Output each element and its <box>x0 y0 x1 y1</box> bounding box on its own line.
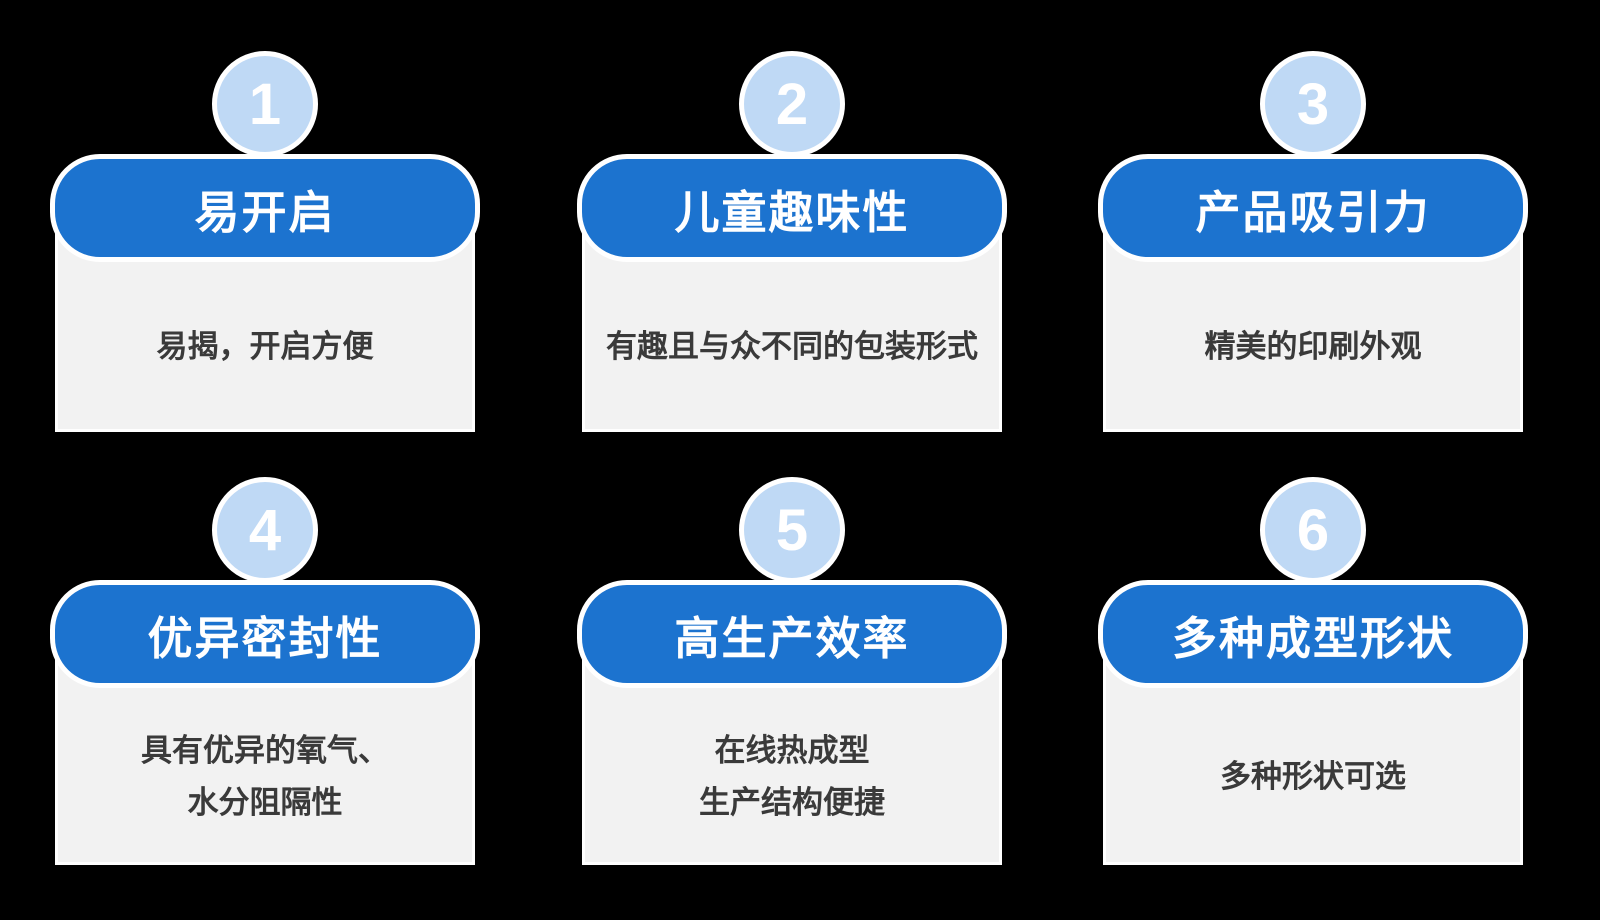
card-title: 多种成型形状 <box>1171 612 1454 664</box>
step-number-badge: 5 <box>739 477 845 583</box>
step-number: 5 <box>775 497 809 563</box>
step-number: 3 <box>1296 71 1330 137</box>
card-title: 优异密封性 <box>147 612 383 664</box>
card-title: 易开启 <box>194 186 336 238</box>
card-title-bar: 优异密封性 <box>50 580 480 688</box>
card-title-bar: 易开启 <box>50 154 480 262</box>
step-number-badge: 2 <box>739 51 845 157</box>
card-description: 在线热成型 生产结构便捷 <box>699 733 885 820</box>
card-description: 多种形状可选 <box>1220 758 1406 794</box>
card-description: 具有优异的氧气、 水分阻隔性 <box>141 733 389 820</box>
card-title-bar: 多种成型形状 <box>1098 580 1528 688</box>
step-number: 6 <box>1296 497 1330 563</box>
card-title-bar: 儿童趣味性 <box>577 154 1007 262</box>
card-title: 高生产效率 <box>674 612 910 664</box>
card-description: 易揭，开启方便 <box>156 329 374 365</box>
step-number-badge: 6 <box>1260 477 1366 583</box>
feature-card-2: 2 儿童趣味性 有趣且与众不同的包装形式 <box>577 51 1007 432</box>
card-title: 产品吸引力 <box>1195 186 1431 238</box>
card-title-bar: 高生产效率 <box>577 580 1007 688</box>
feature-card-4: 4 优异密封性 具有优异的氧气、 水分阻隔性 <box>50 477 480 865</box>
step-number-badge: 4 <box>212 477 318 583</box>
card-title-bar: 产品吸引力 <box>1098 154 1528 262</box>
step-number-badge: 1 <box>212 51 318 157</box>
feature-card-6: 6 多种成型形状 多种形状可选 <box>1098 477 1528 865</box>
feature-card-5: 5 高生产效率 在线热成型 生产结构便捷 <box>577 477 1007 865</box>
step-number-badge: 3 <box>1260 51 1366 157</box>
card-title: 儿童趣味性 <box>674 186 910 238</box>
card-description: 精美的印刷外观 <box>1204 329 1422 365</box>
step-number: 1 <box>248 71 282 137</box>
feature-card-3: 3 产品吸引力 精美的印刷外观 <box>1098 51 1528 432</box>
card-description: 有趣且与众不同的包装形式 <box>606 329 978 365</box>
feature-card-1: 1 易开启 易揭，开启方便 <box>50 51 480 432</box>
step-number: 4 <box>248 497 282 563</box>
step-number: 2 <box>775 71 809 137</box>
